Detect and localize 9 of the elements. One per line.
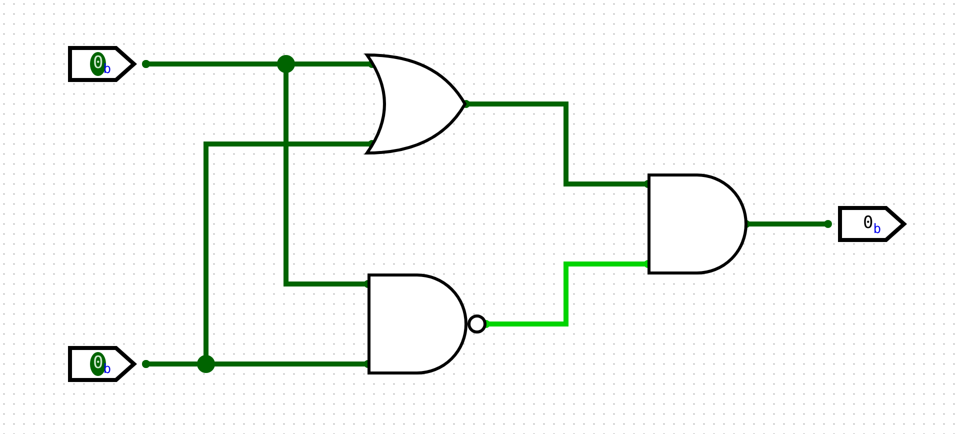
pin-value: 0$_{b}$	[863, 213, 882, 239]
or-gate-symbol	[362, 54, 466, 154]
pin-value: 0$_{b}$	[93, 353, 112, 379]
and-gate-symbol	[648, 174, 746, 274]
input-pin	[68, 346, 136, 382]
output-pin	[838, 206, 906, 242]
input-pin	[68, 46, 136, 82]
pin-value: 0$_{b}$	[93, 53, 112, 79]
nand-gate-symbol	[368, 274, 486, 374]
